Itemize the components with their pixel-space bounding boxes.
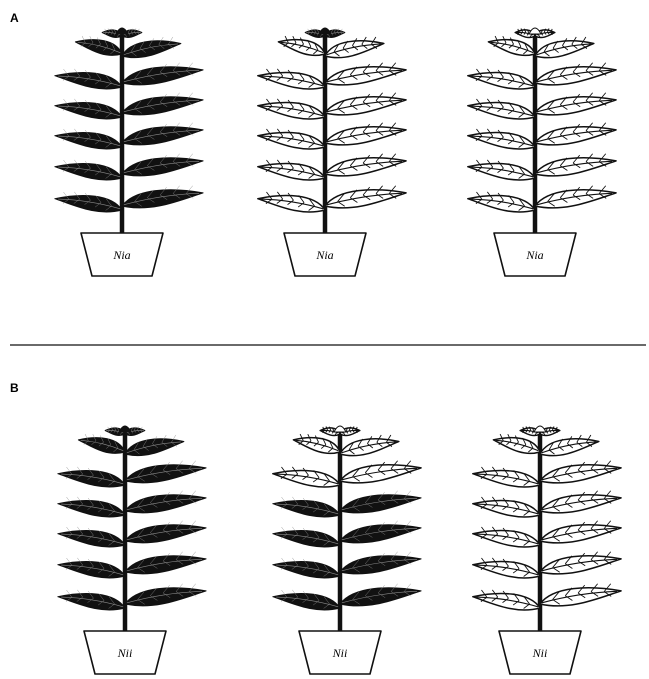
leaf-tier-1-right: [120, 35, 182, 60]
leaf-tier-6-right: [324, 183, 407, 210]
leaf-tier-6-right: [534, 183, 617, 210]
leaf-tier-3-right: [121, 90, 204, 117]
leaf-tier-4-left: [257, 127, 326, 151]
leaf-tier-1-right: [338, 433, 400, 458]
apex-bud: [319, 28, 331, 34]
leaf-tier-5-right: [539, 549, 622, 576]
leaf-tier-5-left: [257, 158, 326, 182]
leaf-tier-5-left: [272, 556, 341, 580]
leaf-tier-3-left: [467, 97, 536, 121]
leaf-tier-3-right: [339, 488, 422, 515]
apex-bud: [334, 426, 346, 432]
leaf-tier-2-right: [534, 60, 617, 87]
leaf-tier-5-left: [54, 158, 123, 182]
leaf-tier-2-right: [324, 60, 407, 87]
apex-bud: [529, 28, 541, 34]
panel-label-b: B: [10, 381, 19, 395]
leaf-tier-6-left: [272, 588, 341, 612]
leaf-tier-3-right: [324, 90, 407, 117]
leaf-tier-4-right: [121, 120, 204, 147]
leaf-tier-4-right: [539, 518, 622, 545]
plant-b2: Nii: [272, 426, 422, 674]
leaf-tier-4-left: [472, 525, 541, 549]
leaf-tier-5-right: [121, 151, 204, 178]
apex-bud: [116, 28, 128, 34]
leaf-tier-4-right: [339, 518, 422, 545]
leaf-tier-6-left: [54, 190, 123, 214]
leaf-tier-1-right: [538, 433, 600, 458]
leaf-tier-3-left: [54, 97, 123, 121]
leaf-tier-3-left: [257, 97, 326, 121]
plant-b1: Nii: [57, 426, 207, 674]
pot-label: Nia: [315, 248, 333, 262]
leaf-tier-3-right: [534, 90, 617, 117]
pot-label: Nii: [332, 646, 348, 660]
leaf-tier-2-right: [539, 458, 622, 485]
leaf-tier-1-right: [123, 433, 185, 458]
leaf-tier-3-left: [272, 495, 341, 519]
leaf-tier-4-left: [272, 525, 341, 549]
leaf-tier-6-right: [539, 581, 622, 608]
plant-b3: Nii: [472, 426, 622, 674]
plant-a2: Nia: [257, 28, 407, 276]
leaf-tier-3-left: [57, 495, 126, 519]
leaf-tier-5-right: [339, 549, 422, 576]
leaf-tier-2-left: [257, 67, 326, 91]
apex-bud: [534, 426, 546, 432]
leaf-tier-5-left: [57, 556, 126, 580]
plant-a1: Nia: [54, 28, 204, 276]
leaf-tier-5-right: [324, 151, 407, 178]
leaf-tier-4-right: [534, 120, 617, 147]
leaf-tier-6-left: [257, 190, 326, 214]
leaf-tier-1-right: [323, 35, 385, 60]
leaf-tier-3-right: [539, 488, 622, 515]
leaf-tier-5-left: [472, 556, 541, 580]
leaf-tier-6-left: [472, 588, 541, 612]
leaf-tier-6-left: [467, 190, 536, 214]
pot-label: Nii: [117, 646, 133, 660]
leaf-tier-4-right: [324, 120, 407, 147]
leaf-tier-5-right: [534, 151, 617, 178]
pot-label: Nia: [112, 248, 130, 262]
leaf-tier-2-left: [272, 465, 341, 489]
leaf-tier-6-right: [339, 581, 422, 608]
leaf-tier-2-left: [472, 465, 541, 489]
leaf-tier-4-left: [54, 127, 123, 151]
plant-a3: Nia: [467, 28, 617, 276]
pot-label: Nii: [532, 646, 548, 660]
leaf-tier-6-right: [121, 183, 204, 210]
leaf-tier-2-left: [467, 67, 536, 91]
leaf-tier-2-right: [124, 458, 207, 485]
panel-label-a: A: [10, 11, 19, 25]
leaf-tier-3-right: [124, 488, 207, 515]
leaf-tier-5-left: [467, 158, 536, 182]
leaf-tier-3-left: [472, 495, 541, 519]
pot-label: Nia: [525, 248, 543, 262]
leaf-tier-4-right: [124, 518, 207, 545]
leaf-tier-1-right: [533, 35, 595, 60]
leaf-tier-4-left: [57, 525, 126, 549]
leaf-tier-6-left: [57, 588, 126, 612]
leaf-tier-2-left: [57, 465, 126, 489]
leaf-tier-5-right: [124, 549, 207, 576]
leaf-tier-2-left: [54, 67, 123, 91]
leaf-tier-2-right: [121, 60, 204, 87]
leaf-tier-2-right: [339, 458, 422, 485]
leaf-tier-6-right: [124, 581, 207, 608]
apex-bud: [119, 426, 131, 432]
leaf-tier-4-left: [467, 127, 536, 151]
